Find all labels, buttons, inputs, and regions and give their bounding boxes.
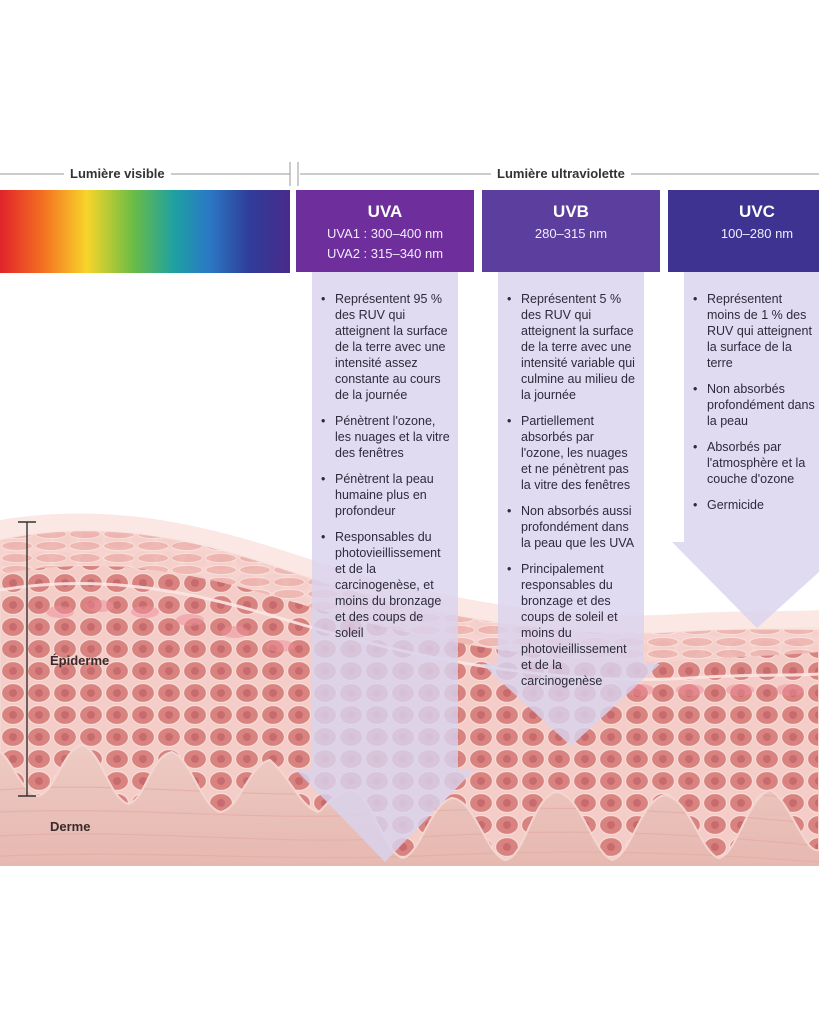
uva-points: Représentent 95 % des RUV qui atteignent… — [320, 291, 452, 651]
list-item: Pénètrent l'ozone, les nuages et la vitr… — [320, 413, 452, 461]
uvb-points: Représentent 5 % des RUV qui atteignent … — [506, 291, 640, 699]
uva-title: UVA — [367, 202, 403, 221]
list-item: Représentent 5 % des RUV qui atteignent … — [506, 291, 640, 403]
uvb-box: UVB 280–315 nm — [482, 190, 660, 272]
uva2-range: UVA2 : 315–340 nm — [326, 246, 444, 261]
uvc-points: Représentent moins de 1 % des RUV qui at… — [692, 291, 816, 523]
list-item: Non absorbés profondément dans la peau — [692, 381, 816, 429]
uvb-title: UVB — [553, 202, 589, 221]
uvc-title: UVC — [739, 202, 775, 221]
list-item: Représentent 95 % des RUV qui atteignent… — [320, 291, 452, 403]
visible-spectrum-bar — [0, 190, 290, 273]
list-item: Non absorbés aussi profondément dans la … — [506, 503, 640, 551]
uvc-range: 100–280 nm — [720, 226, 794, 241]
uva1-range: UVA1 : 300–400 nm — [326, 226, 444, 241]
uvc-box: UVC 100–280 nm — [668, 190, 819, 272]
ultraviolet-light-header: Lumière ultraviolette — [491, 166, 631, 181]
uva-box: UVA UVA1 : 300–400 nm UVA2 : 315–340 nm — [296, 190, 474, 272]
list-item: Germicide — [692, 497, 816, 513]
list-item: Pénètrent la peau humaine plus en profon… — [320, 471, 452, 519]
list-item: Absorbés par l'atmosphère et la couche d… — [692, 439, 816, 487]
list-item: Principalement responsables du bronzage … — [506, 561, 640, 689]
dermis-label: Derme — [50, 819, 91, 834]
list-item: Responsables du photovieillissement et d… — [320, 529, 452, 641]
uvb-range: 280–315 nm — [534, 226, 608, 241]
list-item: Partiellement absorbés par l'ozone, les … — [506, 413, 640, 493]
visible-light-header: Lumière visible — [64, 166, 171, 181]
epidermis-label: Épiderme — [50, 653, 110, 668]
list-item: Représentent moins de 1 % des RUV qui at… — [692, 291, 816, 371]
